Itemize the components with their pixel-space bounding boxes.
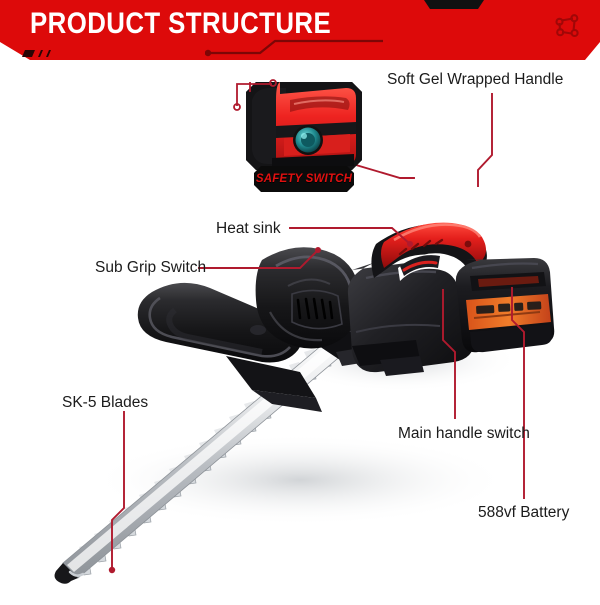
- header-banner: [0, 0, 600, 60]
- page-title: PRODUCT STRUCTURE: [30, 7, 332, 40]
- banner-top-notch: [424, 0, 484, 9]
- inset-pointer-arms: [233, 79, 277, 111]
- callout-label-588vf-battery: 588vf Battery: [478, 504, 570, 521]
- callout-label-main-handle-switch: Main handle switch: [398, 425, 530, 442]
- callout-label-soft-gel-wrapped-handle: Soft Gel Wrapped Handle: [387, 71, 564, 88]
- safety-switch-inset: SAFETY SWITCH: [233, 79, 362, 194]
- product-illustration: [0, 60, 600, 600]
- battery-pack: [455, 258, 555, 353]
- network-node-icon: [552, 12, 582, 42]
- dash-mark: [46, 50, 51, 57]
- inset-image: [246, 82, 362, 170]
- callout-label-heat-sink: Heat sink: [216, 220, 281, 237]
- inset-caption-plate: [254, 166, 354, 192]
- dash-mark: [22, 50, 35, 57]
- banner-dash-decor: [22, 50, 62, 58]
- circuit-trace-decor: [205, 39, 385, 59]
- sub-grip-handle: [137, 282, 322, 412]
- dash-mark: [38, 50, 43, 57]
- callout-label-sub-grip-switch: Sub Grip Switch: [95, 259, 207, 276]
- inset-caption: SAFETY SWITCH: [255, 173, 353, 185]
- callout-label-sk5-blades: SK-5 Blades: [62, 394, 149, 411]
- motor-housing-heat-sink: [255, 247, 361, 349]
